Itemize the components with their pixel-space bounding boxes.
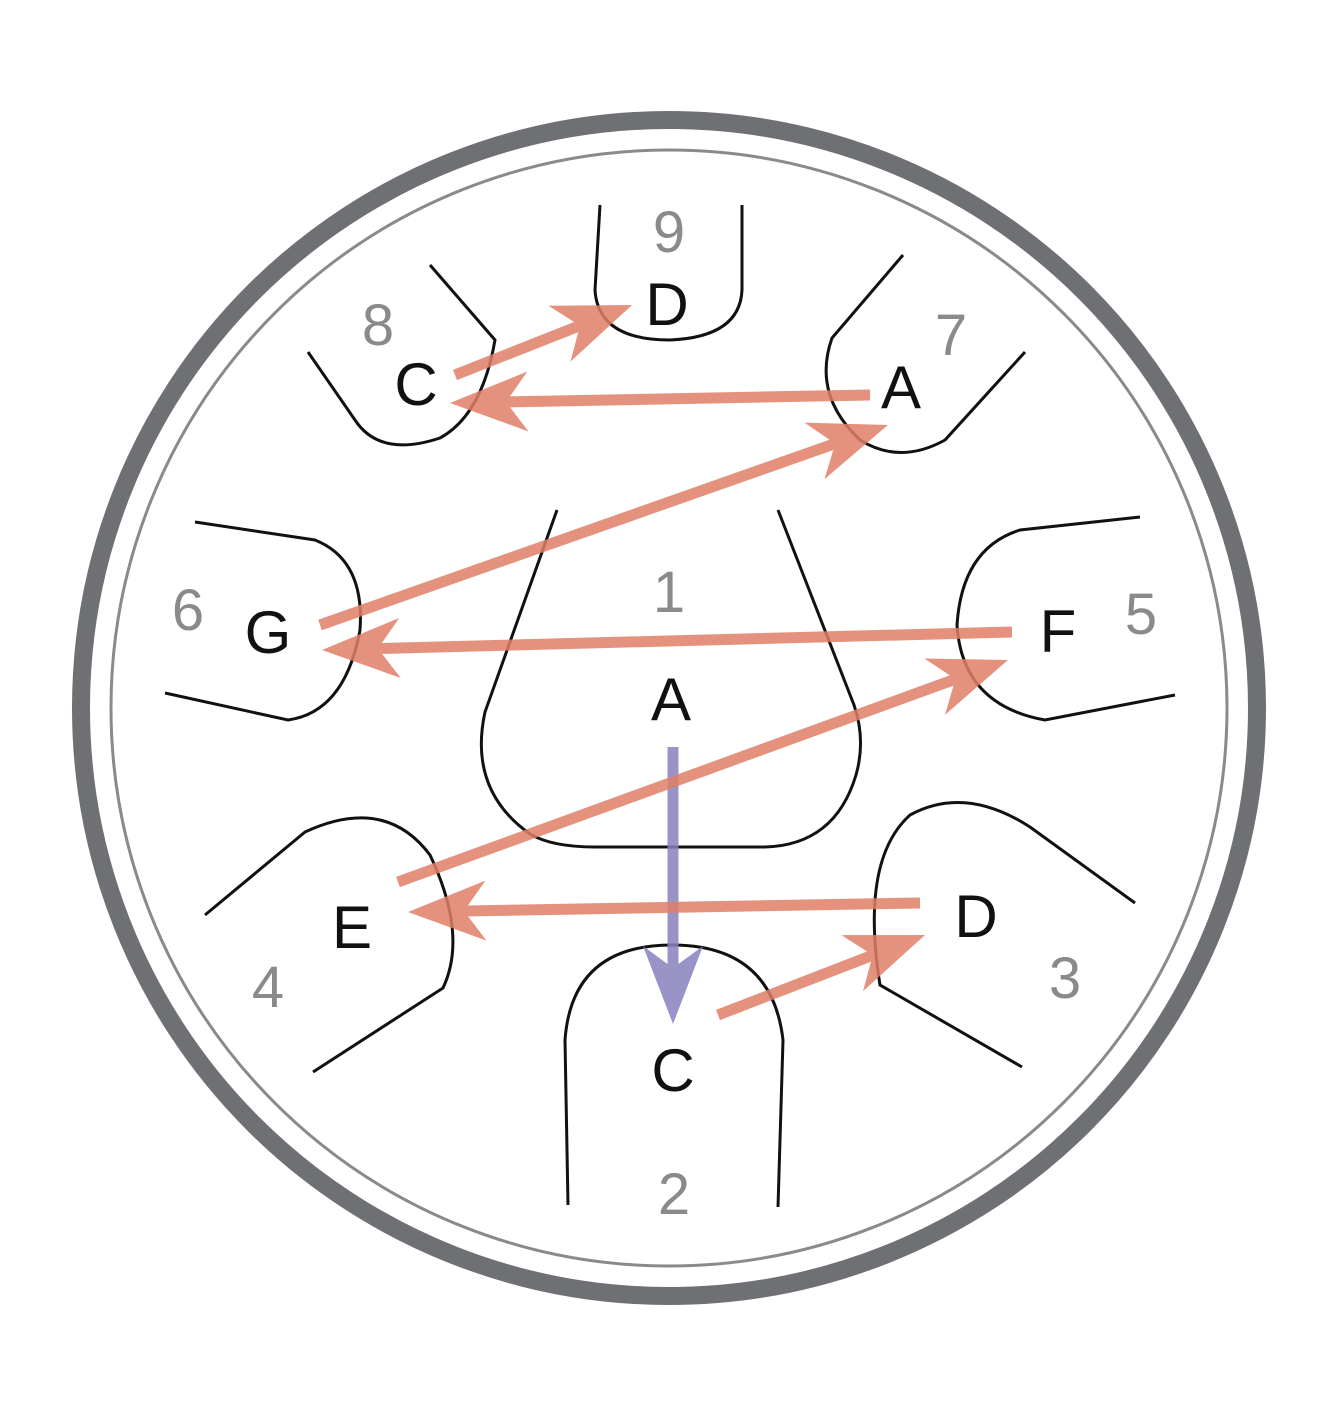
tone-2-note: C [651, 1037, 694, 1104]
arrow-head [804, 422, 888, 480]
tone-1-outline [479, 509, 863, 849]
arrow-head [450, 371, 529, 432]
arrow-shaft [499, 389, 871, 408]
tone-5-note: F [1040, 598, 1077, 665]
arrow-head [548, 305, 632, 362]
tone-6-outline [164, 520, 362, 722]
tone-6-note: G [245, 599, 292, 666]
tone-9-number: 9 [653, 200, 685, 265]
tone-8-note: C [394, 351, 437, 418]
arrow-8-to-9 [452, 305, 632, 381]
drum-rim [72, 111, 1266, 1305]
tone-7-note: A [881, 354, 921, 421]
arrow-shaft [457, 897, 921, 917]
drum-inner-ring [109, 148, 1229, 1268]
tone-7-outline [824, 254, 1027, 454]
arrow-head [643, 946, 703, 1024]
tone-4-number: 4 [252, 955, 284, 1020]
arrow-shaft [452, 318, 588, 381]
arrow-shaft [371, 626, 1013, 655]
arrow-2-to-3 [716, 935, 925, 1021]
tone-5-outline [955, 515, 1176, 722]
tone-2-number: 2 [658, 1162, 690, 1227]
tone-7-number: 7 [935, 303, 967, 368]
tone-4-note: E [332, 894, 372, 961]
arrow-shaft [716, 947, 881, 1021]
tone-1-note: A [651, 666, 691, 733]
tone-3-outline [872, 801, 1136, 1069]
arrow-head [322, 617, 401, 678]
tone-3-number: 3 [1049, 946, 1081, 1011]
arrow-head [924, 658, 1008, 715]
arrow-shaft [396, 671, 963, 888]
tone-3-note: D [954, 883, 997, 950]
tone-labels: 1 A C 2 D 3 E 4 F 5 G 6 A 7 C 8 D 9 [172, 200, 1157, 1227]
tone-1-number: 1 [653, 560, 685, 625]
tone-4-outline [204, 816, 455, 1074]
arrow-7-to-8 [450, 371, 871, 432]
arrow-4-to-5 [396, 658, 1008, 888]
arrow-head [841, 935, 925, 992]
arrow-5-to-6 [322, 617, 1013, 678]
arrow-3-to-4 [408, 880, 921, 941]
arrow-head [408, 880, 487, 941]
arrows-layer [318, 305, 1013, 1024]
tone-6-number: 6 [172, 578, 204, 643]
tone-8-outline [306, 264, 497, 447]
arrow-shaft [318, 436, 843, 631]
arrow-6-to-7 [318, 422, 888, 631]
tone-9-note: D [645, 271, 688, 338]
tone-8-number: 8 [362, 293, 394, 358]
tone-5-number: 5 [1125, 582, 1157, 647]
